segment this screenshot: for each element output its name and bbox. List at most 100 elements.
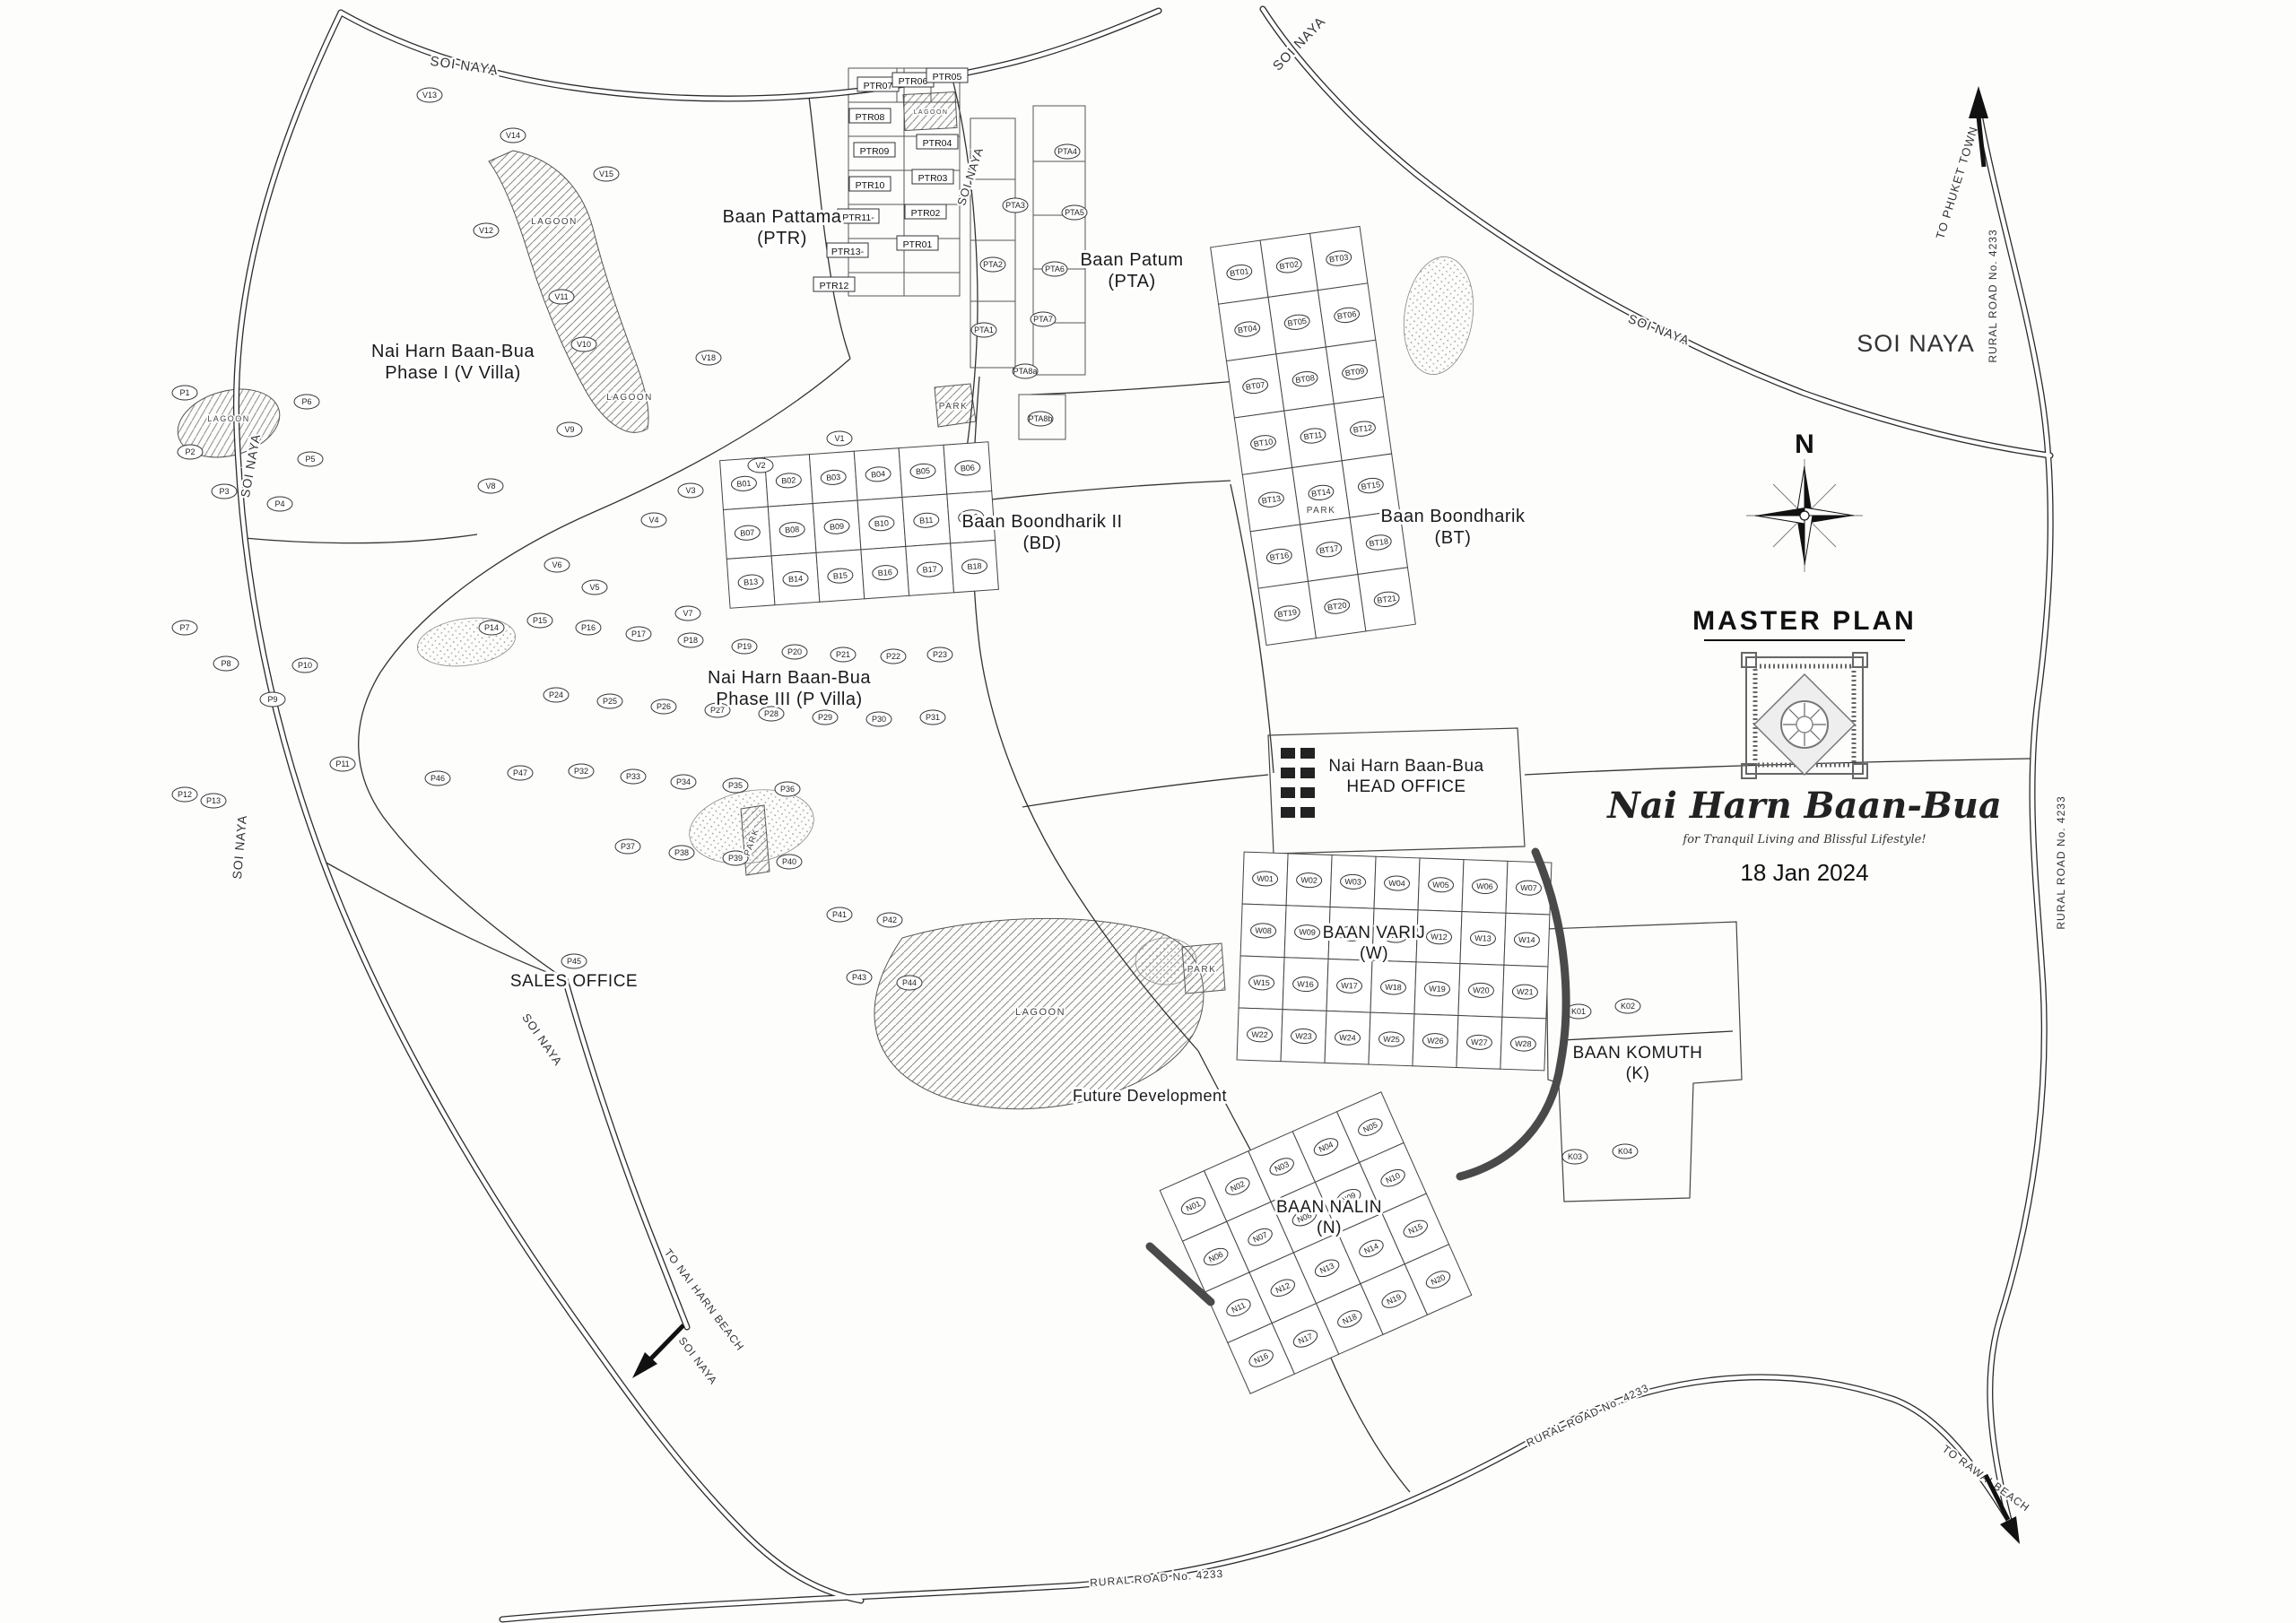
lot-label: P43 [852,973,866,982]
road-label: SOI NAYA [1626,311,1692,348]
lot-oval [478,620,505,636]
area-label-future-development: Future Development [1073,1087,1227,1105]
lot-oval [909,463,936,479]
lot-label: B15 [833,571,848,581]
lot-oval [1248,1228,1273,1246]
area-label-pta: Baan Patum(PTA) [1080,250,1183,291]
lot-oval [1247,1027,1274,1043]
lot-oval [958,509,985,525]
lot-oval [1296,872,1323,889]
lot-label: P20 [787,647,802,656]
lot-oval [1612,1143,1639,1159]
lot-oval [670,774,697,790]
lot-label: P10 [298,661,312,670]
lot-label: P36 [780,785,795,794]
lot-label: BT07 [1245,380,1265,392]
lot-oval [329,756,356,772]
lot-oval [730,475,757,491]
lot-oval [1180,1197,1206,1215]
lot-oval [1250,435,1276,451]
lot-label: PTA2 [983,260,1003,269]
lot-oval [1248,975,1275,991]
lot-oval [424,770,451,786]
lot-label: B07 [740,528,755,538]
stipple-area [417,617,516,667]
lot-label: BT01 [1229,266,1249,278]
lot-oval [1373,591,1400,607]
lot-oval [1300,428,1326,444]
lot-label: W23 [1295,1031,1312,1041]
lot-oval [568,763,595,779]
lot-tag-box [904,204,947,220]
lot-label: P15 [533,616,547,625]
lot-tag-box [926,67,969,83]
lot-tag-box [911,169,954,185]
lot-oval [556,421,583,438]
lot-tag-box [848,108,891,124]
lot-oval [1275,257,1302,273]
lot-oval [919,709,946,725]
road-soi-naya-upper-inner [1260,6,2053,458]
lot-label: PTA8a [1013,367,1038,376]
lot-label: PTR04 [923,138,952,149]
lot-oval [827,568,854,584]
lot-tag: PTR06 [891,72,935,88]
lot-label: PTR11- [842,213,874,223]
lot-label: P34 [676,777,691,786]
lot-label: W03 [1344,877,1361,887]
lot-oval [1258,491,1284,508]
lot-label: B08 [785,525,800,534]
lot-label: PTA7 [1033,315,1053,324]
lot-oval [1337,1310,1362,1328]
lot-label: W21 [1517,987,1534,997]
lot-label: PTR02 [911,208,941,219]
lot-oval [1326,250,1352,266]
lot-label: P1 [179,388,189,397]
lot-oval [614,838,641,855]
lot-oval [731,638,758,655]
lot-oval [1316,542,1343,558]
lot-label: K03 [1568,1152,1582,1161]
lot-label: PTR03 [918,173,948,184]
lot-oval [820,469,847,485]
lot-oval [1340,873,1367,890]
brand-logo-icon [1741,652,1868,779]
lot-oval [473,222,500,239]
lot-label: PTR06 [899,76,928,87]
lot-label: BT12 [1352,423,1373,435]
lot-oval [830,647,857,663]
lot-label: P7 [179,623,189,632]
lot-tag: PTR12 [813,276,856,292]
lot-label: BT03 [1328,253,1349,265]
lot-oval [868,516,895,532]
lot-label: W08 [1255,926,1272,936]
lot-label: B14 [788,574,804,584]
road-label: RURAL ROAD No. 4233 [1987,229,1999,362]
lot-label: B13 [744,577,759,587]
lot-label: P4 [274,499,284,508]
lot-oval [620,768,647,785]
lot-label: P19 [737,642,752,651]
lot-label: W11 [1387,931,1403,941]
head-office-boundary [1267,727,1526,855]
lot-oval [1342,364,1368,380]
lot-oval [704,702,731,718]
road-to-nai-harn [561,976,691,1331]
lot-oval [812,709,839,725]
lot-oval [1204,1247,1229,1266]
road-label: SOI NAYA [954,145,986,207]
lot-label: W27 [1471,1037,1488,1047]
lot-label: V9 [564,425,574,434]
lot-oval [737,574,764,590]
lot-label: P13 [206,796,221,805]
road-label: TO PHUKET TOWN [1933,125,1980,240]
lot-label: B09 [830,522,845,532]
lot-label: P3 [219,487,229,496]
lot-label: W20 [1473,985,1490,995]
lot-oval [1012,363,1039,379]
lot-oval [266,496,293,512]
lot-oval [722,777,749,794]
